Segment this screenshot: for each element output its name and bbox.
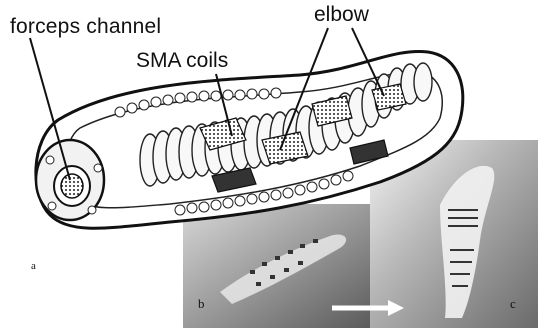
- label-forceps-channel: forceps channel: [10, 15, 161, 39]
- panel-label-b: b: [198, 296, 205, 312]
- panel-label-a: a: [31, 260, 36, 272]
- label-sma-coils: SMA coils: [136, 49, 228, 73]
- label-elbow: elbow: [314, 3, 369, 27]
- panel-label-c: c: [510, 296, 516, 312]
